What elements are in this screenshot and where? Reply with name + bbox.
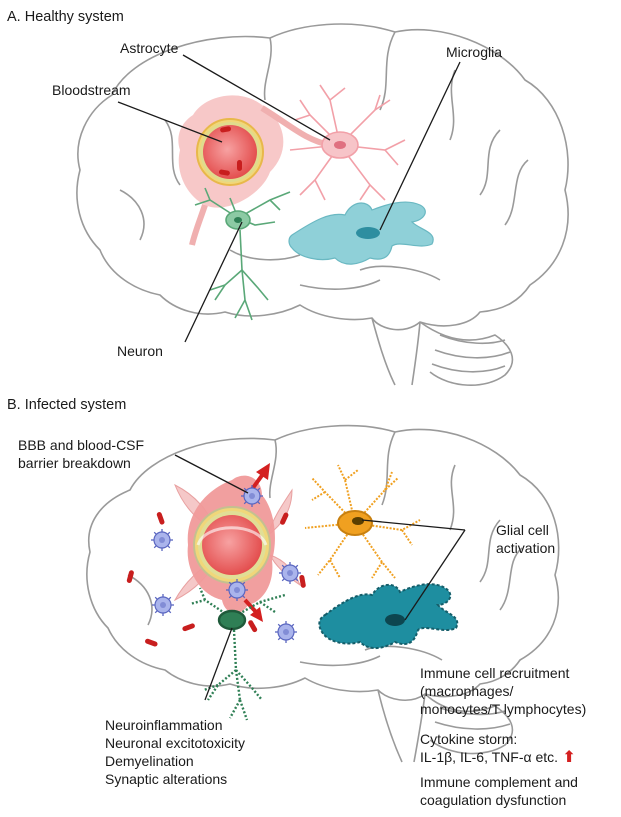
- brain-outline-a: [77, 24, 568, 385]
- panel-b-title: B. Infected system: [7, 397, 126, 414]
- bloodstream-label: Bloodstream: [52, 82, 131, 99]
- cytokine-line-2: IL-1β, IL-6, TNF-α etc.: [420, 749, 558, 765]
- leader-lines-a: [118, 55, 460, 342]
- neuro-line-2: Neuronal excitotoxicity: [105, 734, 245, 752]
- astrocyte-a: [290, 85, 405, 200]
- immune-line-3: monocytes/T lymphocytes): [420, 700, 586, 718]
- microglia-a: [289, 202, 433, 264]
- activated-astrocyte-b: [305, 465, 420, 578]
- immune-line-1: Immune cell recruitment: [420, 664, 586, 682]
- neuro-effects-label: Neuroinflammation Neuronal excitotoxicit…: [105, 716, 245, 788]
- bbb-line-1: BBB and blood-CSF: [18, 436, 144, 454]
- glial-line-2: activation: [496, 539, 555, 557]
- neuron-label: Neuron: [117, 343, 163, 360]
- cytokine-line-1: Cytokine storm:: [420, 730, 576, 748]
- activated-microglia-b: [319, 584, 457, 648]
- neuro-line-1: Neuroinflammation: [105, 716, 245, 734]
- neuro-line-4: Synaptic alterations: [105, 770, 245, 788]
- glial-activation-label: Glial cell activation: [496, 521, 555, 557]
- cytokine-storm-label: Cytokine storm: IL-1β, IL-6, TNF-α etc. …: [420, 730, 576, 767]
- neuro-line-3: Demyelination: [105, 752, 245, 770]
- immune-recruitment-label: Immune cell recruitment (macrophages/ mo…: [420, 664, 586, 718]
- complement-line-1: Immune complement and: [420, 773, 578, 791]
- bbb-breakdown-label: BBB and blood-CSF barrier breakdown: [18, 436, 144, 472]
- complement-label: Immune complement and coagulation dysfun…: [420, 773, 578, 809]
- bloodstream-a: [178, 95, 330, 245]
- immune-line-2: (macrophages/: [420, 682, 586, 700]
- panel-a-title: A. Healthy system: [7, 9, 124, 26]
- astrocyte-label: Astrocyte: [120, 40, 178, 57]
- complement-line-2: coagulation dysfunction: [420, 791, 578, 809]
- cytokine-line-2-wrap: IL-1β, IL-6, TNF-α etc. ⬆: [420, 748, 576, 767]
- neuron-a: [195, 188, 290, 320]
- up-arrow-icon: ⬆: [558, 749, 576, 766]
- bbb-line-2: barrier breakdown: [18, 454, 144, 472]
- microglia-label: Microglia: [446, 44, 502, 61]
- glial-line-1: Glial cell: [496, 521, 555, 539]
